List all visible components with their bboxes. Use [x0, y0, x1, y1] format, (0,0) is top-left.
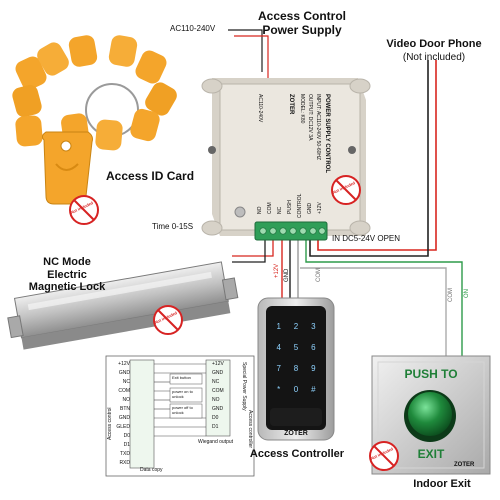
pin-label: TXD — [120, 451, 130, 457]
video-phone-wire-red — [317, 60, 437, 251]
pin-label: NC — [212, 379, 220, 385]
schematic-left-pins: +12V GND NC COM NO BTN GND GLED D0 D1 TX… — [112, 360, 130, 468]
exit-push-to: PUSH TO — [404, 367, 458, 381]
pin-label: NO — [212, 397, 220, 403]
keypad-key: 0 — [293, 385, 299, 394]
keyfob-right-stack — [61, 35, 177, 151]
id-card-label: Access ID Card — [106, 169, 195, 183]
terminal-label-nc: NC — [277, 206, 283, 214]
pin-label: D0 — [212, 415, 219, 421]
pin-label: GND — [118, 415, 130, 421]
video-phone-note: (Not included) — [402, 52, 466, 63]
nc-lock-label: NC Mode Electric Magnetic Lock — [28, 256, 106, 294]
controller-brand: ZOTER — [284, 430, 308, 437]
wiring-schematic — [105, 355, 255, 477]
pin-label: GND — [212, 370, 224, 376]
psu-panel-line-1: INPUT: AC110-240V 50-60HZ — [315, 94, 321, 161]
pin-label: BTN — [120, 406, 130, 412]
terminal-label-control: CONTROL — [297, 193, 303, 218]
keypad-key: 1 — [276, 322, 281, 331]
schematic-box-power-on: power on to unlock — [172, 389, 193, 399]
terminal-label-12v: +12V — [317, 202, 323, 214]
keypad-key: 5 — [293, 343, 299, 352]
pin-label: RXD — [119, 460, 130, 466]
pin-label: GLED — [116, 424, 130, 430]
exit-text: EXIT — [417, 447, 445, 461]
psu-panel-title: POWER SUPPLY CONTROL — [324, 94, 330, 174]
access-controller-label: Access Controller — [249, 448, 345, 460]
pin-label: COM — [212, 388, 224, 394]
psu-ac-label: AC110-240V — [257, 94, 263, 123]
ac-input-wire — [228, 29, 263, 72]
terminal-label-gnd: GND — [307, 202, 313, 214]
wires — [210, 29, 463, 380]
pin-label: COM — [118, 388, 130, 394]
terminal-screws — [259, 227, 326, 235]
terminal-label-com: COM — [267, 202, 273, 214]
schematic-right-caption-2: Access controller — [247, 410, 253, 449]
schematic-box-power-off: power off to unlock — [172, 405, 193, 415]
lock-wire-black — [232, 240, 266, 263]
exit-brand: ZOTER — [454, 462, 475, 468]
keypad-key: 2 — [293, 322, 299, 331]
lock-wire-red — [232, 240, 274, 257]
schematic-right-caption-1: Special Power Supply — [241, 362, 247, 411]
keypad-key: 7 — [276, 364, 281, 373]
schematic-wiegand: Wiegand output — [198, 439, 234, 445]
id-card-keyring — [12, 35, 177, 205]
keypad-key: * — [277, 385, 281, 394]
ac-input-wire-red — [234, 35, 269, 78]
indoor-exit-label: Indoor Exit — [413, 478, 471, 490]
dc-in-label: IN DC5-24V OPEN — [332, 234, 401, 243]
pin-label: NO — [122, 397, 131, 403]
psu-terminal-labels: NO COM NC PUSH CONTROL GND +12V — [256, 184, 328, 220]
schematic-box-exit-button: Exit button — [172, 375, 191, 380]
power-supply-box — [201, 78, 371, 241]
keyfob-large — [41, 131, 93, 205]
pin-label: +12V — [118, 361, 130, 367]
power-supply-title: Access Control Power Supply — [257, 9, 347, 37]
keypad-grid: 1 2 3 4 5 6 7 8 9 * 0 # — [270, 316, 322, 400]
pin-label: +12V — [212, 361, 224, 367]
keypad-key: 8 — [293, 364, 299, 373]
exit-wire-white — [300, 267, 447, 380]
psu-panel-line-2: OUTPUT: DC12V 3A — [307, 94, 313, 141]
terminal-label-push: PUSH — [287, 200, 293, 214]
psu-brand: ZOTER — [288, 94, 294, 115]
not-included-badges — [69, 175, 399, 471]
pin-label: GND — [118, 370, 130, 376]
exit-wire-label-on: ON — [464, 289, 470, 298]
wire-label-com: COM — [316, 268, 322, 282]
keypad-key: 6 — [311, 343, 316, 352]
psu-panel-line-3: MODEL: K80 — [299, 94, 305, 124]
pin-label: GND — [212, 406, 224, 412]
schematic-right-pins: +12V GND NC COM NO GND D0 D1 — [212, 360, 230, 432]
access-controller — [257, 297, 335, 441]
keypad-key: 9 — [311, 364, 316, 373]
exit-wire-green — [305, 240, 463, 380]
time-label: Time 0-15S — [152, 222, 194, 231]
keypad-key: # — [311, 385, 316, 394]
pin-label: D1 — [212, 424, 219, 430]
keypad-key: 4 — [276, 343, 281, 352]
wire-label-gnd: GND — [284, 268, 290, 282]
magnetic-lock — [7, 261, 239, 350]
schematic-left-caption: Access control — [107, 407, 113, 440]
pin-label: D0 — [123, 433, 130, 439]
exit-wire-label-com: COM — [448, 288, 454, 302]
wire-label-12v: +12V — [274, 263, 280, 278]
schematic-data-copy: Data copy — [140, 467, 163, 473]
video-phone-title: Video Door Phone — [386, 38, 482, 50]
pin-label: D1 — [123, 442, 130, 448]
terminal-label-no: NO — [257, 206, 263, 215]
video-phone-wire-black — [309, 60, 429, 257]
ac-input-label: AC110-240V — [170, 24, 216, 33]
keyfob-left-stack — [12, 35, 98, 147]
pin-label: NC — [122, 379, 130, 385]
keypad-key: 3 — [311, 322, 316, 331]
